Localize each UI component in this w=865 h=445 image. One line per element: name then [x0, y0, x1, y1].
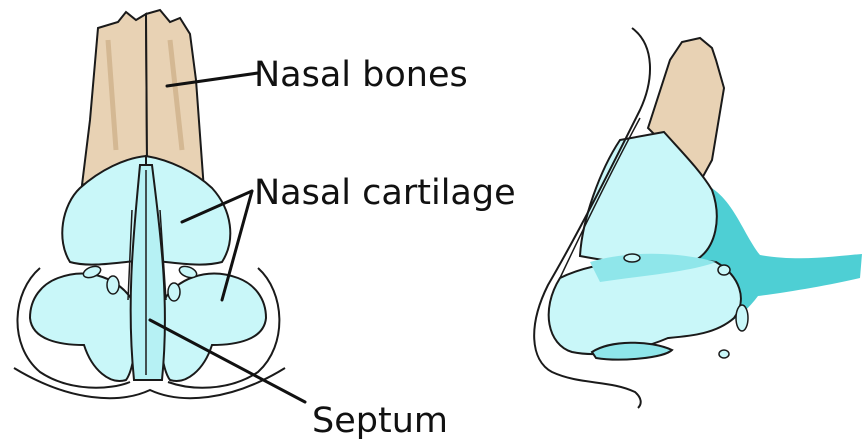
- front-view: [14, 10, 285, 398]
- side-view: [534, 28, 862, 408]
- label-nasal-cartilage: Nasal cartilage: [254, 173, 516, 213]
- accessory-cartilage-4: [168, 283, 180, 301]
- side-sesamoid-3: [736, 305, 748, 331]
- label-nasal-bones: Nasal bones: [254, 55, 468, 95]
- side-sesamoid-1: [624, 254, 640, 262]
- label-septum: Septum: [312, 401, 448, 441]
- side-sesamoid-4: [719, 350, 729, 358]
- side-sesamoid-2: [718, 265, 730, 275]
- accessory-cartilage-3: [178, 264, 198, 280]
- alar-cartilage-left: [30, 274, 136, 381]
- accessory-cartilage-2: [107, 276, 119, 294]
